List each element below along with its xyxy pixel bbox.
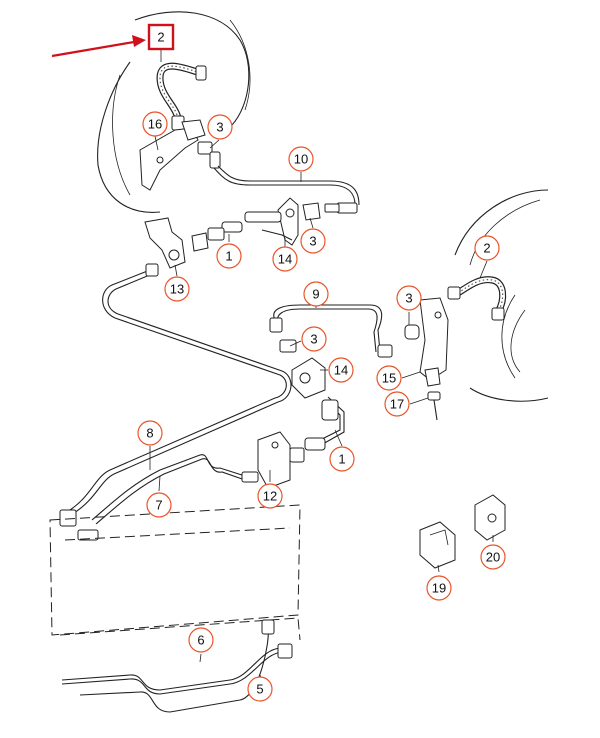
callout-7[interactable]: 7 [146,492,172,518]
callout-1-mid[interactable]: 1 [329,446,355,472]
callout-label: 16 [148,117,162,132]
callout-3-right[interactable]: 3 [396,285,422,311]
callout-14-top[interactable]: 14 [272,246,298,272]
callout-label: 19 [432,581,446,596]
callout-label: 3 [216,120,223,135]
callout-12[interactable]: 12 [257,483,283,509]
callout-9[interactable]: 9 [303,281,329,307]
leader-lines [149,50,494,681]
callout-3-top[interactable]: 3 [207,114,233,140]
callout-label: 5 [256,682,263,697]
callout-3-mid[interactable]: 3 [300,228,326,254]
callout-label: 1 [225,249,232,264]
callout-3-center[interactable]: 3 [301,326,327,352]
callout-6[interactable]: 6 [188,627,214,653]
callout-19[interactable]: 19 [426,575,452,601]
callout-label: 14 [278,252,292,267]
highlight-arrow [51,35,146,58]
parts-row-top [207,197,321,246]
callout-label: 20 [486,550,500,565]
callout-5[interactable]: 5 [247,676,273,702]
bracket-16 [139,119,206,191]
callout-label: 9 [312,287,319,302]
brake-line-10 [213,165,360,214]
callout-label: 15 [382,371,396,386]
callout-13[interactable]: 13 [164,276,190,302]
wheel-top-left [97,11,251,213]
callout-label: 3 [309,234,316,249]
callout-label: 7 [155,498,162,513]
callout-label: 13 [170,282,184,297]
bracket-12 [257,431,305,489]
bracket-13 [144,217,209,269]
callout-label: 8 [146,426,153,441]
wheel-right [454,189,549,402]
callout-14-mid[interactable]: 14 [328,357,354,383]
union-3-top [197,141,221,169]
callout-label: 2 [483,241,490,256]
underbody-outline [49,504,301,641]
callout-label: 14 [334,363,348,378]
brake-line-main [69,263,292,514]
bolt-17 [427,391,441,421]
callout-10[interactable]: 10 [288,146,314,172]
highlighted-part-label[interactable]: 2 [147,23,175,51]
callout-20[interactable]: 20 [480,544,506,570]
clip-20 [474,494,506,541]
callout-8[interactable]: 8 [137,420,163,446]
callout-label: 6 [197,633,204,648]
callout-15[interactable]: 15 [376,365,402,391]
brake-hose-top-left [156,62,207,131]
brake-line-7-8 [59,454,259,541]
callout-1-top[interactable]: 1 [216,243,242,269]
callout-label: 1 [338,452,345,467]
callout-label: 10 [294,152,308,167]
clip-19 [419,521,456,569]
callout-label: 3 [310,332,317,347]
hose-1-mid [279,339,345,451]
highlighted-part-number: 2 [157,30,164,45]
brake-hose-right [447,276,507,321]
brake-lines-5-6 [61,619,293,713]
callout-label: 3 [405,291,412,306]
callout-label: 17 [390,397,404,412]
bracket-15 [404,297,449,387]
callout-label: 12 [263,489,277,504]
brake-line-9 [269,304,393,358]
callout-16[interactable]: 16 [142,111,168,137]
callout-17[interactable]: 17 [384,391,410,417]
callout-2-right[interactable]: 2 [474,235,500,261]
